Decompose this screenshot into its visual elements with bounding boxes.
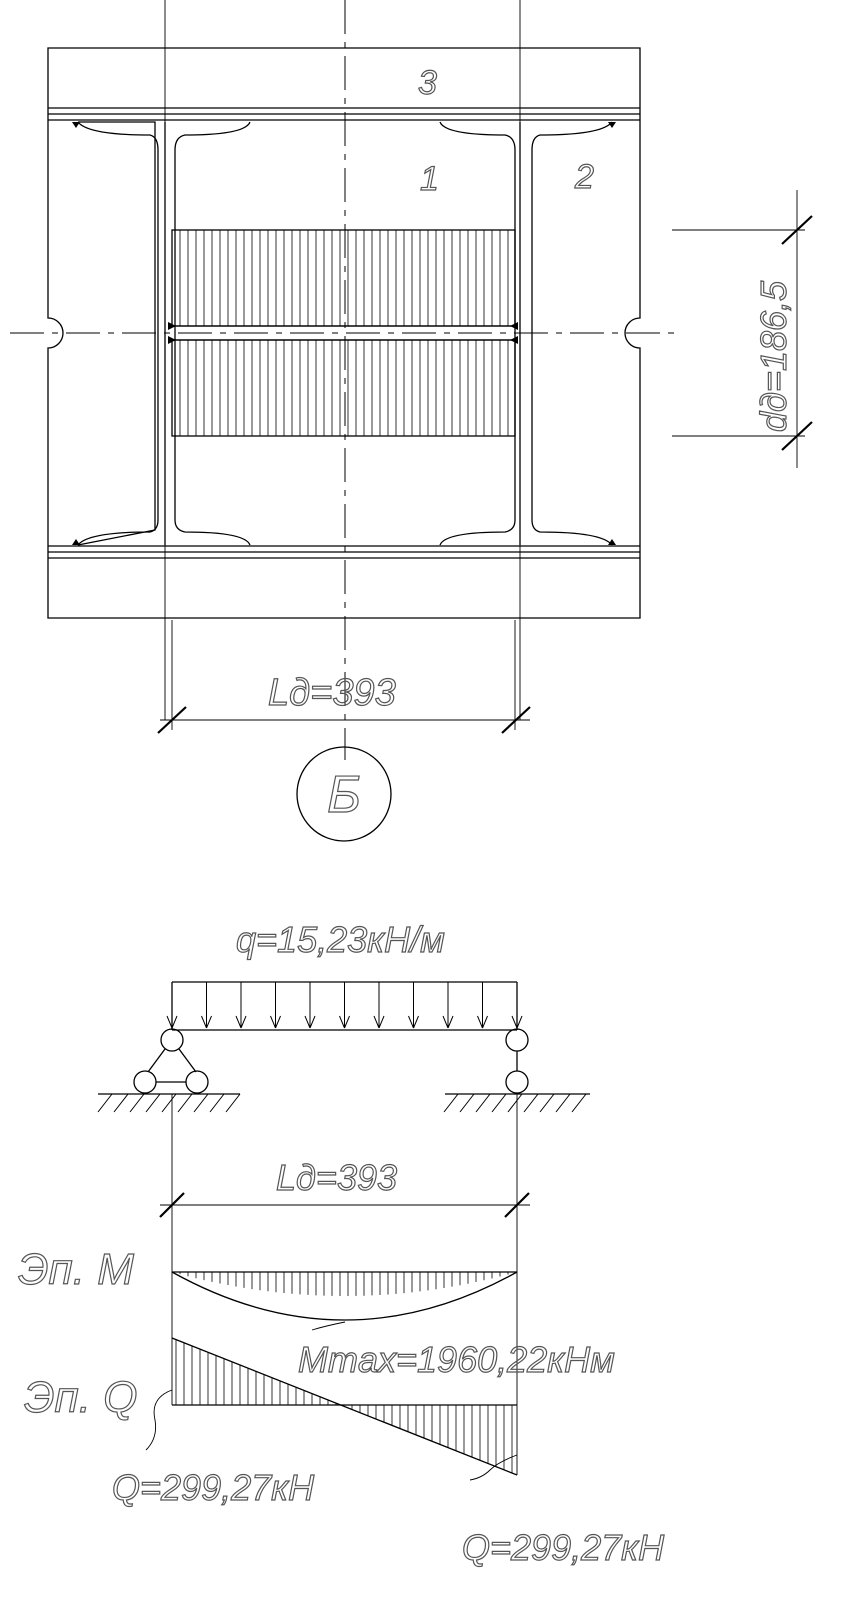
moment-hatching	[179, 1272, 517, 1296]
part-label-web-panel: 1	[420, 160, 439, 198]
plan-hatching	[179, 230, 509, 436]
part-label-cover-plate: 3	[418, 64, 437, 102]
ground-hatch	[507, 1093, 523, 1113]
weld-mark	[608, 539, 616, 545]
span-dimension: Lд=393	[276, 1157, 397, 1198]
right-rib-web	[439, 121, 516, 546]
ground-hatch	[443, 1093, 459, 1113]
plate-outline	[47, 47, 641, 619]
ground-hatch	[459, 1093, 475, 1113]
weld-mark	[72, 539, 80, 545]
ground-hatch	[161, 1093, 177, 1113]
axis-marker-label: Б	[327, 766, 361, 824]
ground-hatch	[129, 1093, 145, 1113]
load-arrow-head	[339, 1015, 345, 1029]
ground-hatch	[539, 1093, 555, 1113]
ground-hatch	[145, 1093, 161, 1113]
load-arrow-head	[270, 1015, 276, 1029]
load-arrow-head	[240, 1015, 247, 1029]
dim-tick	[781, 215, 813, 245]
plan-view: 3 1 2 dд=186,5 Lд=393 Б	[10, 0, 813, 842]
dim-tick	[159, 1192, 185, 1218]
load-arrow-head	[166, 1015, 173, 1029]
roller-support	[443, 1028, 590, 1113]
weld-mark	[608, 122, 616, 128]
load-arrow-head	[516, 1015, 523, 1029]
ground-hatch	[209, 1093, 225, 1113]
dim-tick	[504, 1192, 530, 1218]
ground-hatch	[523, 1093, 539, 1113]
load-arrow-head	[171, 1015, 178, 1029]
ground-hatch	[475, 1093, 491, 1113]
load-arrow-head	[413, 1015, 419, 1029]
right-rib-inner-fillet	[531, 121, 613, 546]
shear-diagram-label: Эп. Q	[24, 1373, 137, 1422]
load-arrow-head	[511, 1015, 518, 1029]
width-dimension: Lд=393	[268, 672, 396, 714]
dim-tick	[501, 706, 531, 734]
ground-hatch	[555, 1093, 571, 1113]
shear-right-label: Q=299,27кН	[462, 1527, 665, 1568]
moment-max-label: Mmax=1960,22кНм	[298, 1339, 615, 1380]
load-arrow-head	[344, 1015, 350, 1029]
load-arrow-head	[235, 1015, 242, 1029]
left-rib-outer-flange	[77, 121, 156, 546]
height-dimension: dд=186,5	[753, 280, 794, 432]
load-arrow-head	[378, 1015, 385, 1029]
load-arrow-head	[477, 1015, 483, 1029]
beam-scheme: q=15,23кН/м	[17, 918, 665, 1568]
part-label-rib: 2	[574, 158, 594, 196]
load-arrow-head	[201, 1015, 207, 1029]
left-rib-inner-fillet	[77, 121, 159, 546]
shear-hatching	[175, 1339, 513, 1474]
ground-hatch	[571, 1093, 587, 1113]
ground-hatch	[491, 1093, 507, 1113]
pinned-support	[97, 1028, 241, 1113]
load-arrow-head	[447, 1015, 454, 1029]
hatched-zone-bottom	[171, 339, 516, 437]
ground-hatch	[113, 1093, 129, 1113]
moment-diagram-label: Эп. M	[18, 1245, 134, 1294]
load-arrow-head	[442, 1015, 449, 1029]
shear-left-label: Q=299,27кН	[112, 1467, 315, 1508]
load-arrow-head	[373, 1015, 380, 1029]
load-arrow-head	[206, 1015, 212, 1029]
dim-tick	[781, 421, 813, 451]
moment-leader	[311, 1321, 346, 1331]
hatched-zone-top	[171, 229, 516, 327]
load-arrow-head	[482, 1015, 488, 1029]
weld-mark	[72, 122, 80, 128]
ground-hatch	[177, 1093, 193, 1113]
shear-leader-left	[145, 1389, 173, 1451]
ground-hatch	[225, 1093, 241, 1113]
axis-marker-circle	[296, 746, 392, 842]
load-arrow-head	[408, 1015, 414, 1029]
ground-hatch	[193, 1093, 209, 1113]
load-arrow-head	[275, 1015, 281, 1029]
distributed-load-arrows	[166, 982, 523, 1029]
shear-leader-right	[469, 1454, 518, 1481]
ground-hatch	[97, 1093, 113, 1113]
load-arrow-head	[304, 1015, 311, 1029]
load-label: q=15,23кН/м	[236, 919, 445, 960]
dim-tick	[157, 706, 187, 734]
load-arrow-head	[309, 1015, 316, 1029]
shear-line	[171, 1337, 518, 1476]
moment-parabola	[171, 1271, 518, 1321]
left-rib-web	[174, 121, 251, 546]
